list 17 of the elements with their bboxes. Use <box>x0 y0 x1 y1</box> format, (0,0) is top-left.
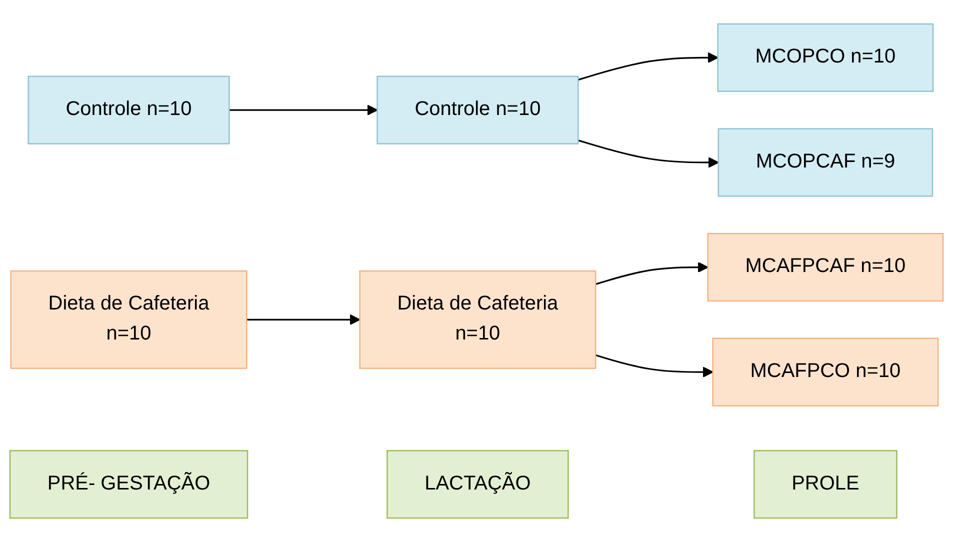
arrow <box>229 104 378 116</box>
node-box: Dieta de Cafeteria n=10 <box>10 270 248 369</box>
arrow <box>578 140 719 168</box>
node-box: MCOPCO n=10 <box>717 23 934 92</box>
node-box: MCAFPCAF n=10 <box>707 232 944 302</box>
arrow <box>595 354 714 378</box>
node-box: MCOPCAF n=9 <box>718 128 934 197</box>
node-box: Controle n=10 <box>376 76 579 144</box>
arrow <box>578 52 718 81</box>
node-box: MCAFPCO n=10 <box>712 338 939 406</box>
arrow <box>246 314 360 326</box>
node-box: PRÉ- GESTAÇÃO <box>9 450 248 519</box>
arrow <box>595 262 708 285</box>
node-box: LACTAÇÃO <box>386 450 569 519</box>
node-box: Dieta de Cafeteria n=10 <box>359 270 596 369</box>
node-box: PROLE <box>754 450 898 519</box>
node-box: Controle n=10 <box>28 76 230 144</box>
